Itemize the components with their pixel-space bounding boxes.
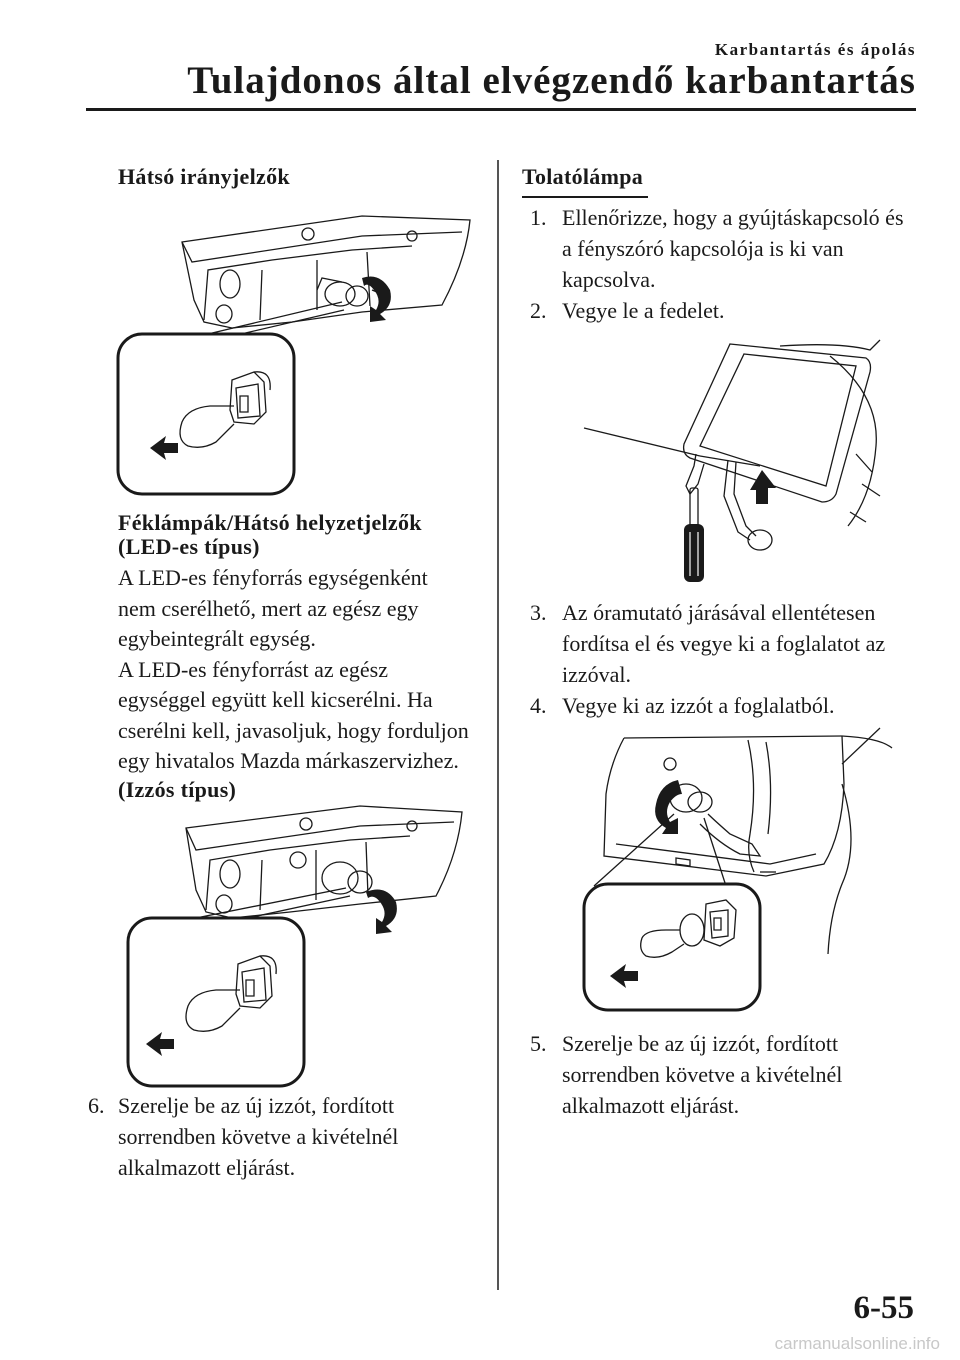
step-4-number: 4. (530, 693, 547, 718)
step-4-line-1: Vegye ki az izzót a foglalatból. (562, 693, 835, 718)
header-rule (86, 108, 916, 111)
step-1-line-1: Ellenőrizze, hogy a gyújtáskapcsoló és (562, 205, 904, 230)
header-section-title: Karbantartás és ápolás (714, 40, 916, 59)
step-6-number: 6. (88, 1093, 105, 1118)
led-type-label: (LED-es típus) (118, 534, 260, 559)
step-3-line-1: Az óramutató járásával ellentétesen (562, 600, 876, 625)
watermark: carmanualsonline.info (774, 1334, 940, 1353)
step-6-line-3: alkalmazott eljárást. (118, 1155, 296, 1180)
page-title: Tulajdonos által elvégzendő karbantartás (187, 59, 916, 102)
step-3-line-3: izzóval. (562, 662, 632, 687)
cover-removal-illustration (580, 336, 890, 582)
step-5-line-3: alkalmazott eljárást. (562, 1093, 740, 1118)
led-text-line-7: egy hivatalos Mazda márkaszervizhez. (118, 748, 459, 773)
step-6-line-1: Szerelje be az új izzót, fordított (118, 1093, 395, 1118)
column-divider (497, 160, 499, 1290)
step-2-number: 2. (530, 298, 547, 323)
step-5-line-2: sorrendben követve a kivételnél (562, 1062, 843, 1087)
led-text-line-2: nem cserélhető, mert az egész egy (118, 595, 419, 621)
brake-lamp-heading: Féklámpák/Hátsó helyzetjelzők (118, 510, 422, 535)
reverse-lamp-heading: Tolatólámpa (522, 164, 644, 189)
page-number: 6-55 (853, 1290, 915, 1326)
step-3-line-2: fordítsa el és vegye ki a foglalatot az (562, 631, 886, 656)
led-text-line-6: cserélni kell, javasoljuk, hogy forduljo… (118, 717, 469, 743)
rear-turn-signal-illustration (112, 210, 484, 500)
step-5-line-1: Szerelje be az új izzót, fordított (562, 1031, 839, 1056)
step-2-line-1: Vegye le a fedelet. (562, 298, 725, 323)
step-6-line-2: sorrendben követve a kivételnél (118, 1124, 399, 1149)
led-text-line-4: A LED-es fényforrást az egész (118, 656, 388, 682)
rear-turn-signal-heading: Hátsó irányjelzők (118, 164, 290, 189)
socket-removal-illustration (580, 724, 900, 1014)
step-5-number: 5. (530, 1031, 547, 1056)
bulb-type-label: (Izzós típus) (118, 776, 237, 802)
led-text-line-3: egybeintegrált egység. (118, 626, 316, 651)
step-1-number: 1. (530, 205, 547, 230)
step-1-line-3: kapcsolva. (562, 267, 656, 292)
brake-lamp-illustration (120, 800, 480, 1090)
step-3-number: 3. (530, 600, 547, 625)
step-1-line-2: a fényszóró kapcsolója is ki van (562, 236, 844, 261)
reverse-heading-underline (522, 196, 648, 198)
led-text-line-5: egységgel együtt kell kicserélni. Ha (118, 687, 433, 712)
led-text-line-1: A LED-es fényforrás egységenként (118, 565, 428, 590)
